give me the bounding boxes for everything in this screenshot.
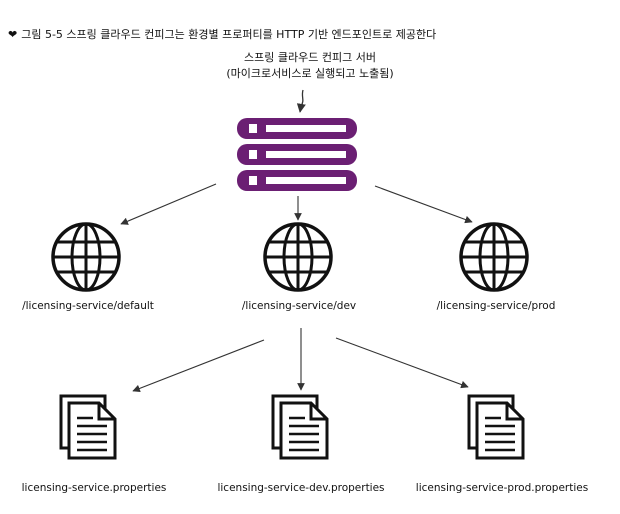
server-subtitle: (마이크로서비스로 실행되고 노출됨) [226,67,394,80]
document-icon [59,394,117,460]
file-dev-label: licensing-service-dev.properties [217,482,385,494]
endpoint-dev-label: /licensing-service/dev [241,300,357,312]
server-title: 스프링 클라우드 컨피그 서버 [244,51,376,64]
globe-icon [51,222,121,292]
endpoint-prod-label: /licensing-service/prod [436,300,556,312]
server-pointer-arrow [296,89,306,113]
globe-icon [459,222,529,292]
arrow-dev-to-prod-file [335,337,469,389]
globe-icon [263,222,333,292]
caption-text: 그림 5-5 스프링 클라우드 컨피그는 환경별 프로퍼티를 HTTP 기반 엔… [21,28,437,41]
server-stack-icon [237,118,357,191]
arrow-server-to-default [120,183,217,225]
file-prod-label: licensing-service-prod.properties [415,482,589,494]
arrow-server-to-prod [374,185,473,224]
heart-icon: ❤ [8,27,18,41]
document-icon [467,394,525,460]
figure-caption: ❤ 그림 5-5 스프링 클라우드 컨피그는 환경별 프로퍼티를 HTTP 기반… [8,26,436,42]
file-default-label: licensing-service.properties [21,482,167,494]
arrow-dev-to-default-file [132,339,265,393]
document-icon [271,394,329,460]
endpoint-default-label: /licensing-service/default [22,300,154,312]
